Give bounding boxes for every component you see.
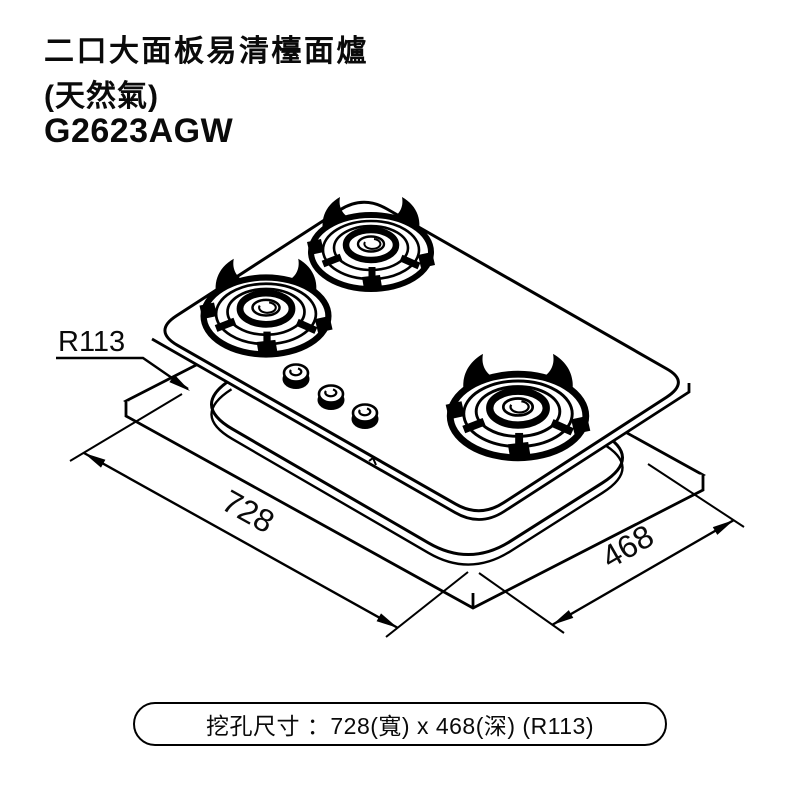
- cutout-depth-line: [210, 388, 624, 566]
- cutout-size-pill: 挖孔尺寸 ：728(寬) x 468(深) (R113): [133, 702, 667, 746]
- radius-label: R113: [58, 326, 125, 358]
- knob-3: [350, 403, 380, 431]
- cutout-size-text: 挖孔尺寸 ：728(寬) x 468(深) (R113): [205, 713, 595, 739]
- product-title: 二口大面板易清檯面爐: [44, 35, 369, 68]
- model-number: G2623AGW: [44, 112, 234, 150]
- panel-edge-notch: [368, 456, 377, 466]
- radius-arrowhead: [169, 374, 190, 391]
- radius-callout: R113: [56, 326, 190, 391]
- knob-2: [316, 384, 346, 412]
- gas-type-label: (天然氣): [44, 80, 159, 113]
- knob-1: [281, 363, 311, 391]
